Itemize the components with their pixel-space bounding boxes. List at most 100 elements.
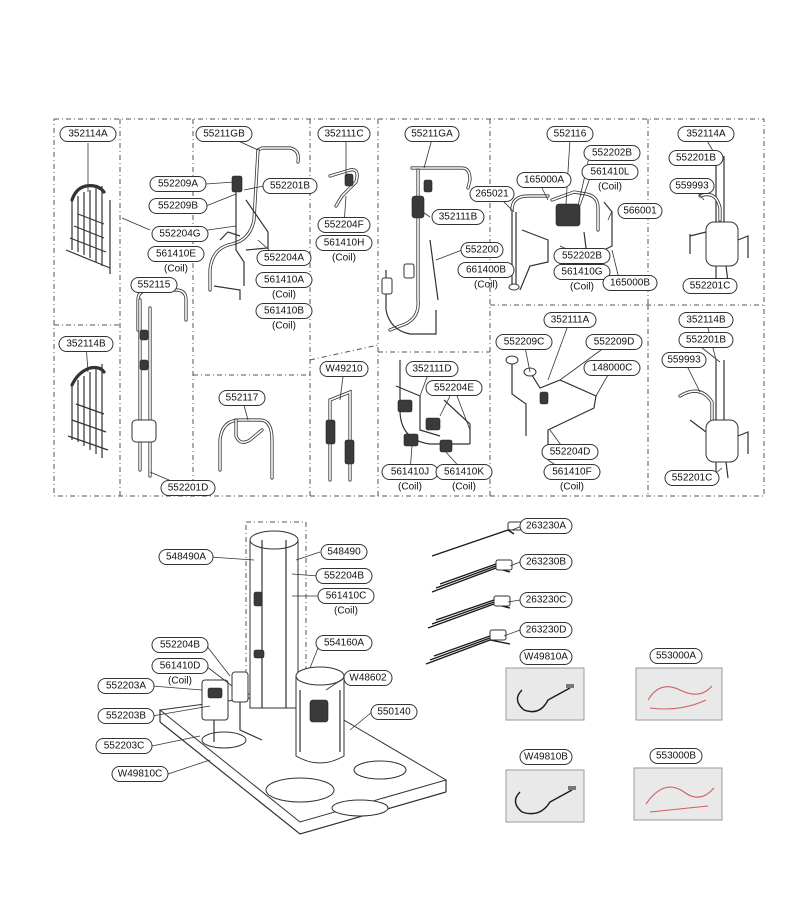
callout-552203C: 552203C bbox=[95, 738, 153, 754]
callout-552209C: 552209C bbox=[495, 334, 553, 350]
callout-352111C: 352111C bbox=[317, 126, 371, 142]
callout-oval bbox=[151, 637, 209, 653]
coil-note: (Coil) bbox=[332, 253, 356, 264]
part-number: 561410C bbox=[326, 591, 367, 602]
callout-oval bbox=[519, 592, 573, 608]
callout-566001: 566001 bbox=[617, 203, 663, 219]
callout-548490A: 548490A bbox=[158, 549, 214, 565]
callout-oval bbox=[405, 361, 459, 377]
coil-note: (Coil) bbox=[334, 606, 358, 617]
callout-oval bbox=[404, 126, 460, 142]
part-pipe-W49210 bbox=[325, 389, 355, 482]
part-number: 352114B bbox=[686, 315, 726, 326]
callout-552201D: 552201D bbox=[160, 480, 216, 496]
callout-oval bbox=[149, 176, 207, 192]
callout-W49210: W49210 bbox=[319, 361, 369, 377]
part-number: 553000B bbox=[656, 751, 696, 762]
part-number: 263230C bbox=[526, 595, 567, 606]
callout-552116: 552116 bbox=[546, 126, 594, 142]
part-number: W49210 bbox=[325, 364, 363, 375]
coil-note: (Coil) bbox=[570, 282, 594, 293]
callout-55211GB: 55211GB bbox=[195, 126, 253, 142]
callout-352114A-top-right: 352114A bbox=[677, 126, 735, 142]
photo-553000B bbox=[633, 767, 723, 821]
callout-263230B: 263230B bbox=[519, 554, 573, 570]
callout-oval bbox=[431, 209, 485, 225]
callout-oval bbox=[262, 178, 318, 194]
callout-55211GA: 55211GA bbox=[404, 126, 460, 142]
part-number: 552209B bbox=[158, 201, 198, 212]
callout-548490: 548490 bbox=[320, 544, 368, 560]
part-number: 165000A bbox=[524, 175, 564, 186]
callout-oval bbox=[151, 658, 209, 674]
part-harness-263230A bbox=[431, 521, 523, 557]
callout-552202B-top: 552202B bbox=[583, 145, 641, 161]
callout-oval bbox=[95, 738, 153, 754]
callout-561410J: 561410J(Coil) bbox=[381, 464, 439, 493]
callout-554160A: 554160A bbox=[315, 635, 373, 651]
callout-oval bbox=[97, 708, 155, 724]
callout-352111D: 352111D bbox=[405, 361, 459, 377]
callout-oval bbox=[255, 272, 313, 288]
part-number: 552202B bbox=[562, 251, 602, 262]
part-number: 552204A bbox=[264, 253, 304, 264]
part-number: 561410L bbox=[591, 167, 630, 178]
part-number: 561410J bbox=[391, 467, 429, 478]
part-pipe-352111C bbox=[328, 168, 359, 208]
callout-W48602: W48602 bbox=[343, 670, 393, 686]
part-number: 561410D bbox=[160, 661, 201, 672]
callout-552117: 552117 bbox=[218, 390, 266, 406]
part-number: 352114B bbox=[66, 339, 106, 350]
callout-oval bbox=[256, 250, 312, 266]
callout-561410D: 561410D(Coil) bbox=[151, 658, 209, 687]
part-number: 548490 bbox=[327, 547, 361, 558]
callout-oval bbox=[370, 704, 418, 720]
callout-553000B: 553000B bbox=[649, 748, 703, 764]
part-number: 566001 bbox=[623, 206, 657, 217]
callout-263230D: 263230D bbox=[519, 622, 573, 638]
callout-552201C-bottom: 552201C bbox=[664, 470, 720, 486]
callout-552209A: 552209A bbox=[149, 176, 207, 192]
part-number: 552209C bbox=[504, 337, 545, 348]
part-number: 148000C bbox=[592, 363, 633, 374]
callout-oval bbox=[516, 172, 572, 188]
callout-oval bbox=[664, 470, 720, 486]
part-pipe-552115 bbox=[131, 288, 188, 478]
callout-550140: 550140 bbox=[370, 704, 418, 720]
callout-oval bbox=[315, 635, 373, 651]
part-number: 661400B bbox=[466, 265, 506, 276]
coil-note: (Coil) bbox=[272, 321, 296, 332]
callout-oval bbox=[585, 334, 643, 350]
callout-561410F: 561410F(Coil) bbox=[543, 464, 601, 493]
callout-oval bbox=[669, 178, 715, 194]
callout-oval bbox=[218, 390, 266, 406]
part-number: 165000B bbox=[610, 278, 650, 289]
part-number: 552201C bbox=[690, 281, 731, 292]
callout-W49810B: W49810B bbox=[519, 749, 573, 765]
callout-352114B-right: 352114B bbox=[678, 312, 734, 328]
part-number: 352111C bbox=[324, 129, 363, 140]
callout-561410B: 561410B(Coil) bbox=[255, 303, 313, 332]
callout-oval bbox=[317, 588, 375, 604]
part-number: 553000A bbox=[656, 651, 696, 662]
photo-W49810B bbox=[505, 769, 585, 823]
callout-oval bbox=[147, 246, 205, 262]
photo-553000A bbox=[635, 667, 723, 721]
part-number: 265021 bbox=[475, 189, 509, 200]
part-number: 55211GB bbox=[203, 129, 245, 140]
callout-oval bbox=[617, 203, 663, 219]
callout-165000A: 165000A bbox=[516, 172, 572, 188]
coil-note: (Coil) bbox=[598, 182, 622, 193]
part-pipe-55211GA bbox=[381, 166, 472, 335]
callout-oval bbox=[519, 749, 573, 765]
callout-552201B-right-bottom: 552201B bbox=[678, 332, 734, 348]
callout-oval bbox=[677, 126, 735, 142]
callout-552204A: 552204A bbox=[256, 250, 312, 266]
callout-552204D: 552204D bbox=[541, 444, 599, 460]
part-number: 552203B bbox=[106, 711, 146, 722]
part-pipe-352111D bbox=[395, 360, 471, 453]
callout-W49810C: W49810C bbox=[111, 766, 169, 782]
part-heat-exchanger-352114B bbox=[67, 364, 109, 458]
part-number: W49810B bbox=[524, 752, 568, 763]
part-number: 352111A bbox=[551, 315, 590, 326]
